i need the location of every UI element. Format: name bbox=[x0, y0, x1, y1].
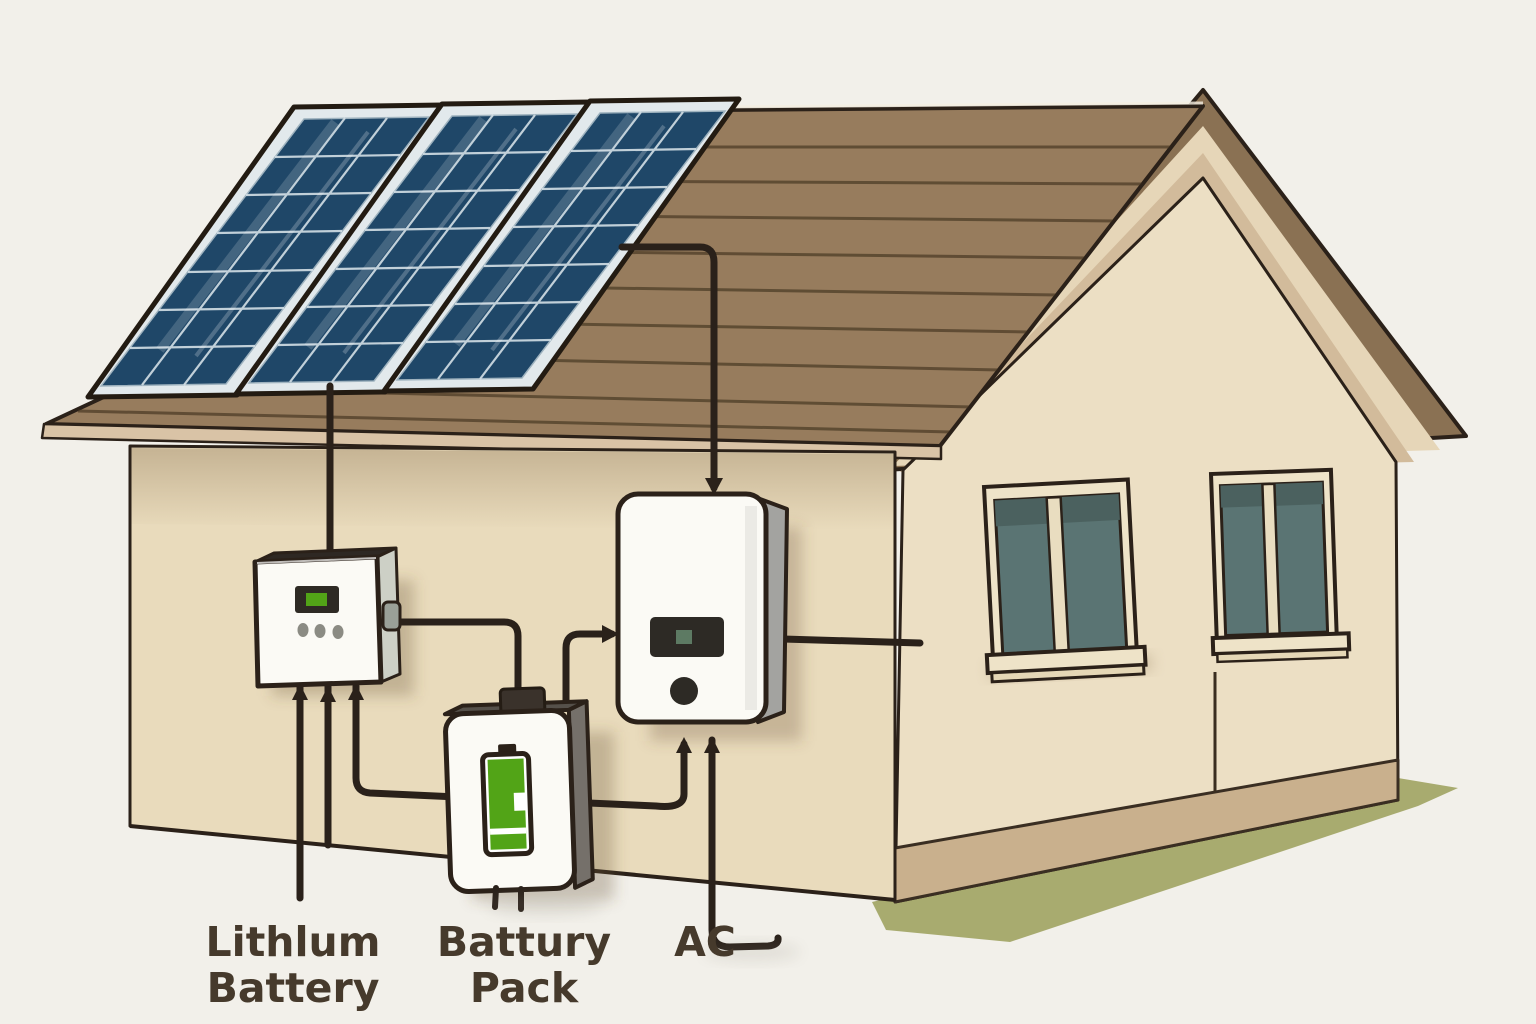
wire-pv-to-inverter bbox=[618, 243, 718, 492]
inverter-front-face bbox=[615, 491, 769, 725]
window-left bbox=[981, 477, 1152, 684]
wire-battery-to-inverter bbox=[562, 630, 616, 710]
battery-icon-notch bbox=[513, 792, 527, 811]
controller-input-arrows bbox=[292, 684, 364, 702]
arrow-battery-into-inverter bbox=[602, 625, 619, 643]
window-left-sill-lip bbox=[990, 663, 1146, 684]
battery-icon-charge bbox=[487, 758, 527, 850]
controller-led-3 bbox=[332, 625, 344, 639]
arrow-ac-into-inverter bbox=[704, 737, 720, 753]
label-ac: AC bbox=[674, 918, 736, 966]
window-right-sill-lip bbox=[1215, 648, 1349, 664]
battery-pack bbox=[442, 686, 595, 894]
label-lithium-battery-line1: Lithlum bbox=[206, 918, 381, 966]
inverter-edge-shade bbox=[745, 506, 757, 710]
arrow-loop-into-inverter bbox=[676, 737, 692, 753]
label-lithium-battery-line2: Battery bbox=[207, 964, 380, 1012]
inverter bbox=[615, 491, 789, 725]
wire-controller-to-battery bbox=[388, 618, 522, 692]
diagram-labels: Lithlum Battery Battury Pack AC bbox=[206, 918, 736, 1012]
ridge-highlight bbox=[717, 101, 1204, 109]
controller-led-1 bbox=[297, 623, 309, 637]
controller-front-face bbox=[252, 554, 384, 689]
label-battery-pack-line1: Battury bbox=[437, 918, 611, 966]
wire-inverter-to-house bbox=[779, 635, 924, 647]
inverter-display-pixel bbox=[676, 630, 692, 644]
controller-top-glint bbox=[256, 557, 377, 564]
roof-gable-junction bbox=[938, 105, 1205, 447]
battery-charge-icon bbox=[480, 743, 535, 858]
controller-display-green bbox=[306, 593, 327, 606]
controller-output-port bbox=[381, 600, 402, 632]
battery-icon-segment-gap bbox=[489, 827, 527, 835]
inverter-arrows bbox=[602, 478, 723, 753]
label-battery-pack-line2: Pack bbox=[470, 964, 580, 1012]
window-right bbox=[1208, 467, 1352, 664]
arrow-pv-into-inverter bbox=[705, 478, 723, 495]
inverter-power-button bbox=[670, 677, 698, 705]
controller-led-2 bbox=[314, 624, 326, 638]
charge-controller bbox=[252, 546, 402, 689]
ground-shadows bbox=[487, 895, 800, 961]
